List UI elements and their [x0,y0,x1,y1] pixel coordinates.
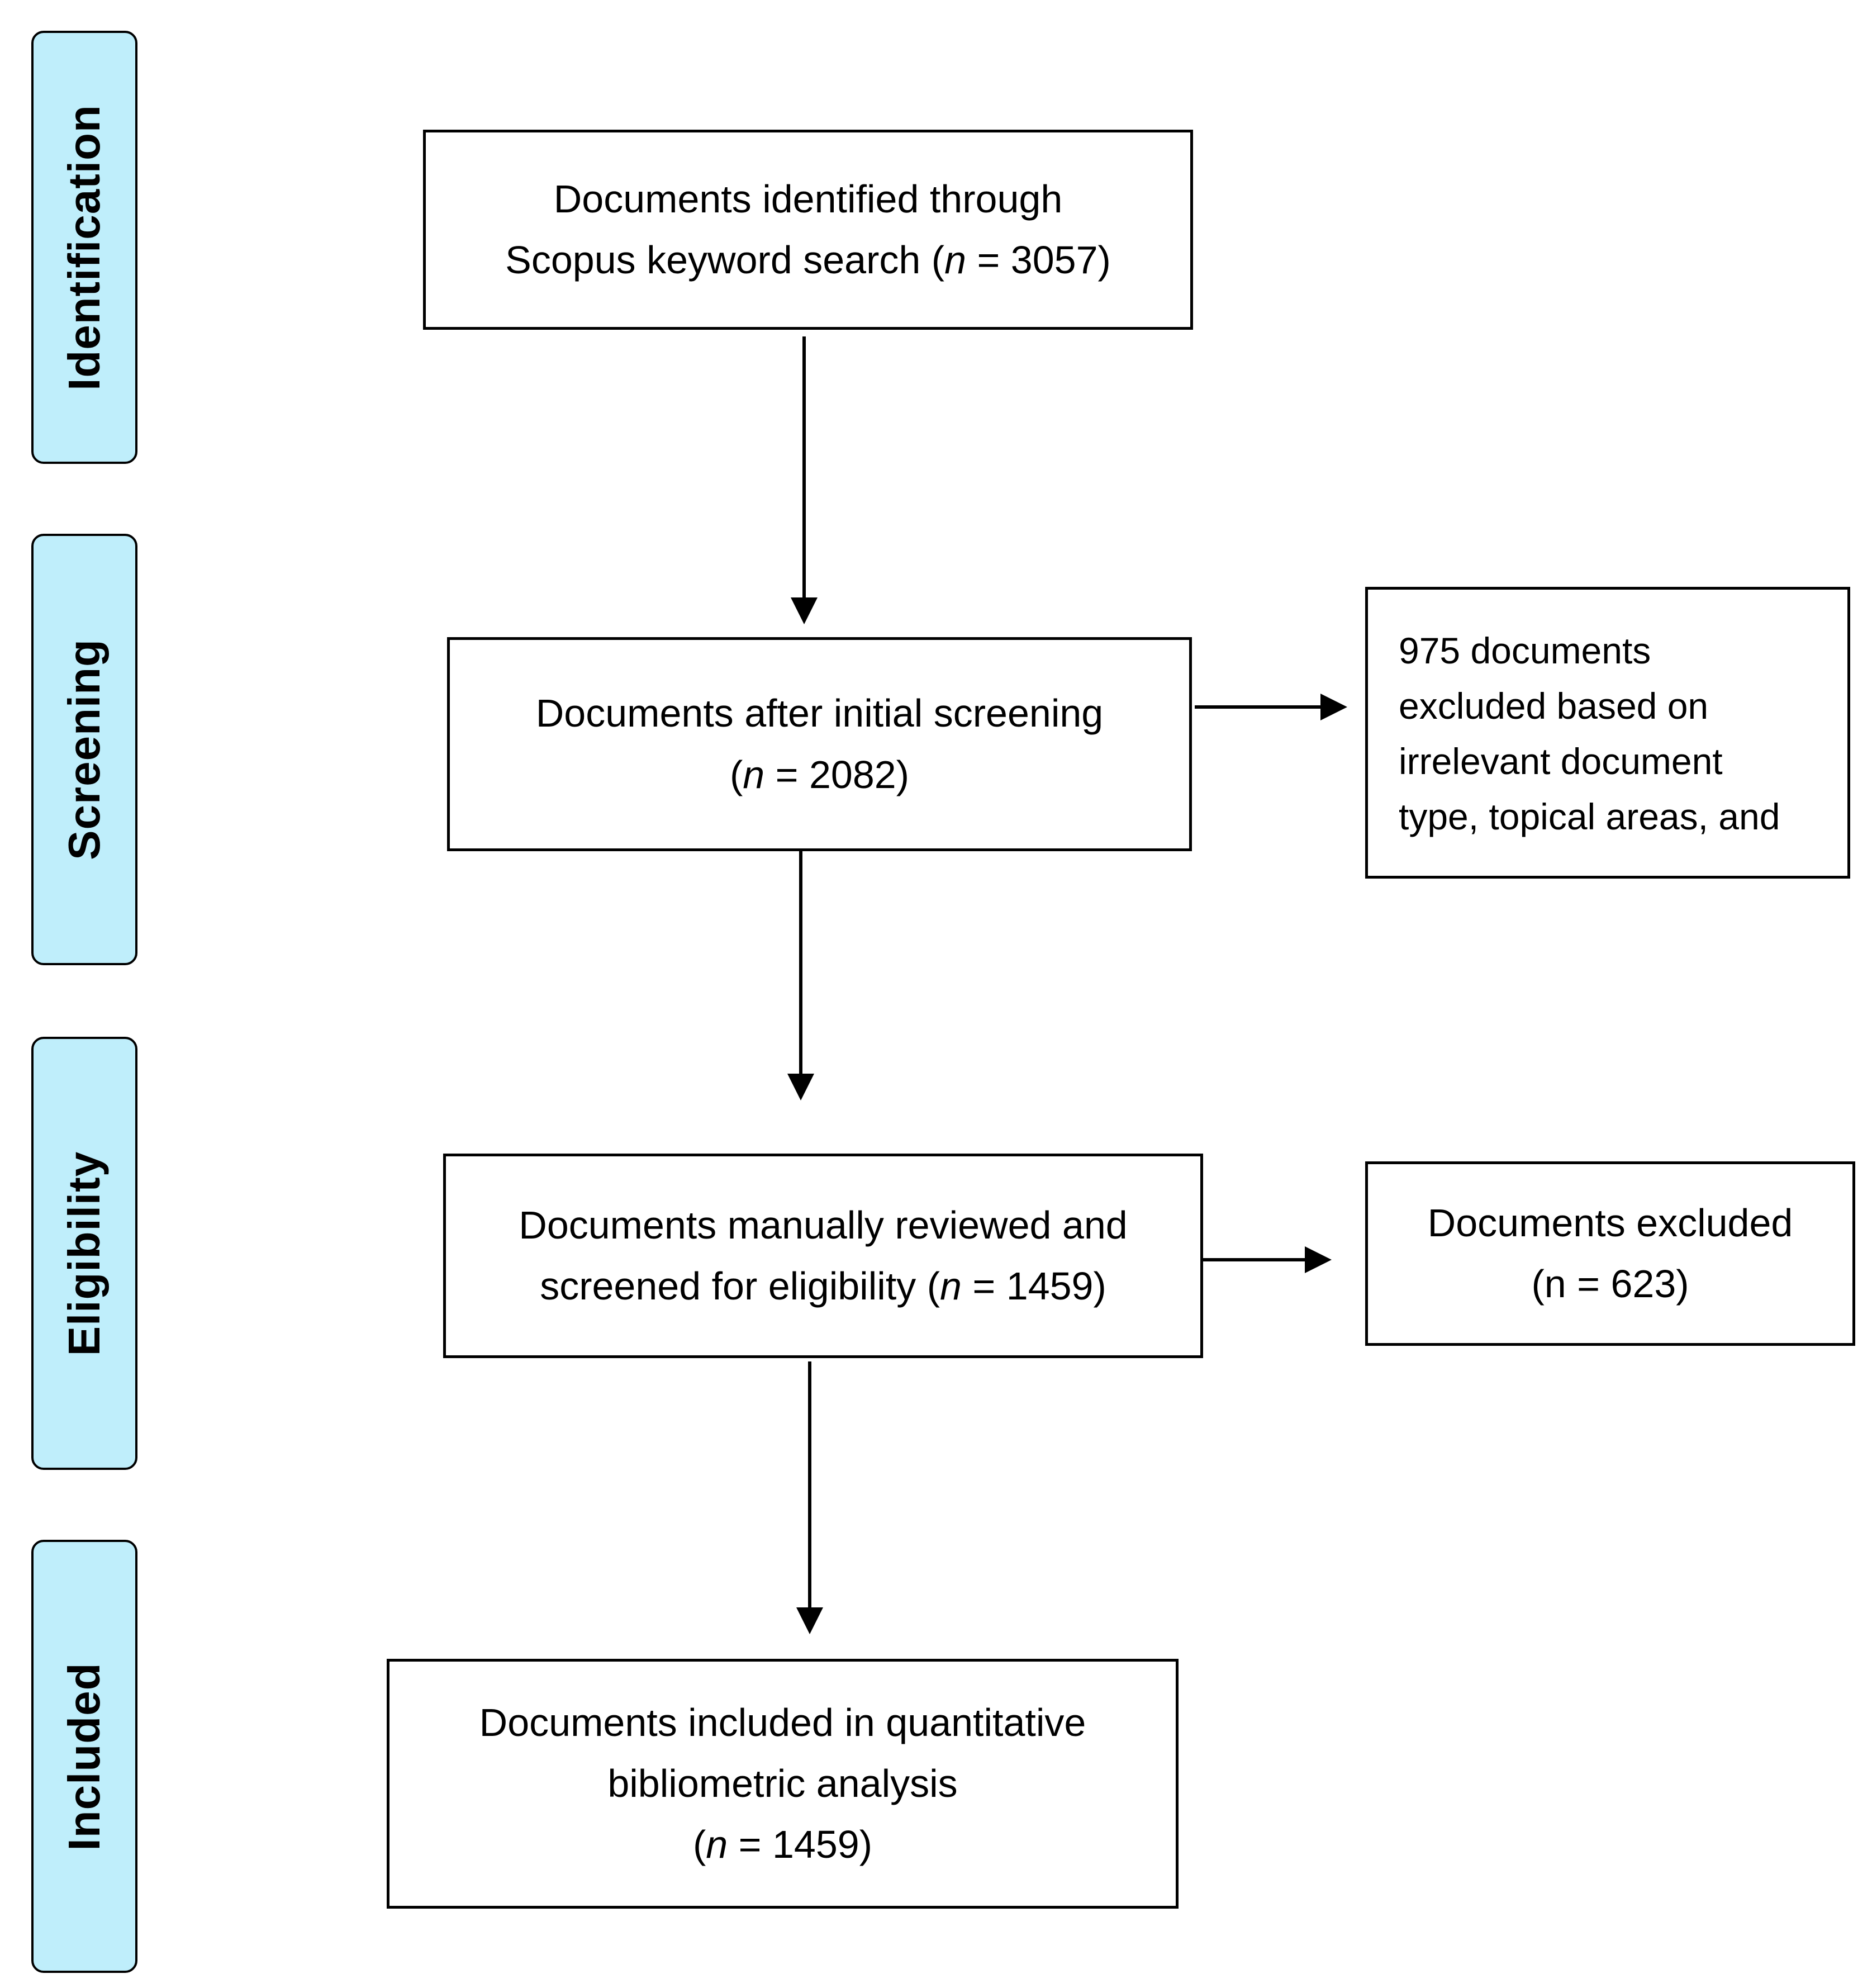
eligibility-line1: Documents manually reviewed and [519,1203,1128,1247]
excluded-screening-line: irrelevant document [1399,741,1723,782]
eligibility-box: Documents manually reviewed and screened… [443,1154,1203,1358]
excluded-screening-line: type, topical areas, and [1399,796,1780,837]
stage-tab-identification: Identification [31,31,137,464]
screened-box: Documents after initial screening (n = 2… [447,637,1192,851]
screened-line1: Documents after initial screening [535,691,1104,736]
included-box: Documents included in quantitative bibli… [387,1659,1179,1909]
stage-label-identification: Identification [59,104,109,391]
excluded-eligibility-line2: (n = 623) [1531,1262,1689,1306]
excluded-eligibility-box: Documents excluded (n = 623) [1365,1161,1855,1346]
included-line1: Documents included in quantitative [479,1700,1086,1744]
excluded-screening-line: 975 documents [1399,630,1651,671]
identified-box: Documents identified through Scopus keyw… [423,130,1193,330]
stage-tab-included: Included [31,1540,137,1973]
excluded-screening-line: excluded based on [1399,685,1709,727]
identified-line1: Documents identified through [553,177,1063,221]
identified-line2: Scopus keyword search (n = 3057) [505,238,1111,282]
excluded-screening-box: 975 documents excluded based on irreleva… [1365,587,1850,879]
stage-label-screening: Screening [59,639,109,860]
eligibility-line2: screened for eligibility (n = 1459) [540,1264,1106,1308]
stage-label-eligibility: Eligibility [59,1151,109,1356]
stage-tab-eligibility: Eligibility [31,1037,137,1470]
included-line3: (n = 1459) [692,1823,873,1867]
screened-line2: (n = 2082) [729,752,910,796]
included-line2: bibliometric analysis [607,1761,958,1805]
stage-tab-screening: Screening [31,534,137,965]
excluded-eligibility-line1: Documents excluded [1427,1201,1793,1245]
stage-label-included: Included [59,1662,109,1851]
